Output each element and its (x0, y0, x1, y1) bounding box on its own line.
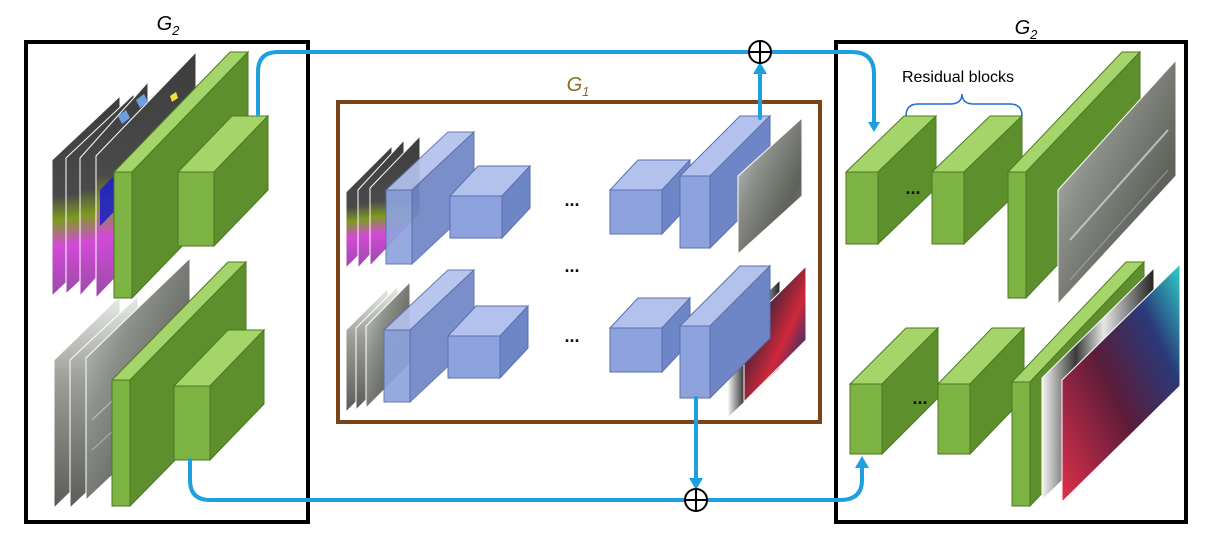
g1-bottom-downsample-block (382, 268, 476, 404)
g2-right-bottom-output-flow-image (1041, 262, 1181, 504)
residual-blocks-brace (905, 93, 1023, 117)
g1-bottom-upsample-conv-block (608, 296, 692, 374)
g1-top-downsample-block (384, 130, 476, 266)
arrow-head-icon (689, 62, 880, 490)
g2-right-title: G2 (1015, 17, 1039, 42)
skip-connections (188, 50, 876, 502)
g1-title: G1 (567, 74, 590, 99)
bottom-skip-arrow (188, 458, 864, 502)
g2-left-top-conv-block (176, 114, 270, 248)
g2-left-bottom-conv-block (172, 328, 266, 462)
g1-top-conv-block (448, 164, 532, 240)
g2-right-top-output-image (1057, 58, 1177, 306)
g1-bottom-conv-block (446, 304, 530, 380)
g1-frame (336, 100, 822, 424)
g2-right-frame (834, 40, 1188, 524)
g1-bottom-ellipsis: ... (564, 326, 579, 346)
g2-right-bottom-residual-block-1 (848, 326, 940, 456)
g1-bottom-upsample-block (678, 264, 772, 400)
g2-right-bottom-residual-block-2 (936, 326, 1026, 456)
top-sum-node (748, 40, 772, 64)
g2-right-bottom-ellipsis: ... (912, 388, 927, 408)
g2-right-top-residual-block-1 (844, 114, 938, 246)
g2-right-top-ellipsis: ... (905, 178, 920, 198)
g1-middle-ellipsis: ... (564, 256, 579, 276)
g1-top-upsample-conv-block (608, 158, 692, 236)
residual-blocks-label: Residual blocks (902, 69, 1014, 86)
g1-top-ellipsis: ... (564, 190, 579, 210)
g1-top-output-image (737, 116, 803, 256)
g2-left-frame (24, 40, 310, 524)
g2-left-title: G2 (157, 13, 181, 38)
top-skip-arrow (256, 50, 876, 126)
bottom-sum-node (684, 488, 708, 512)
